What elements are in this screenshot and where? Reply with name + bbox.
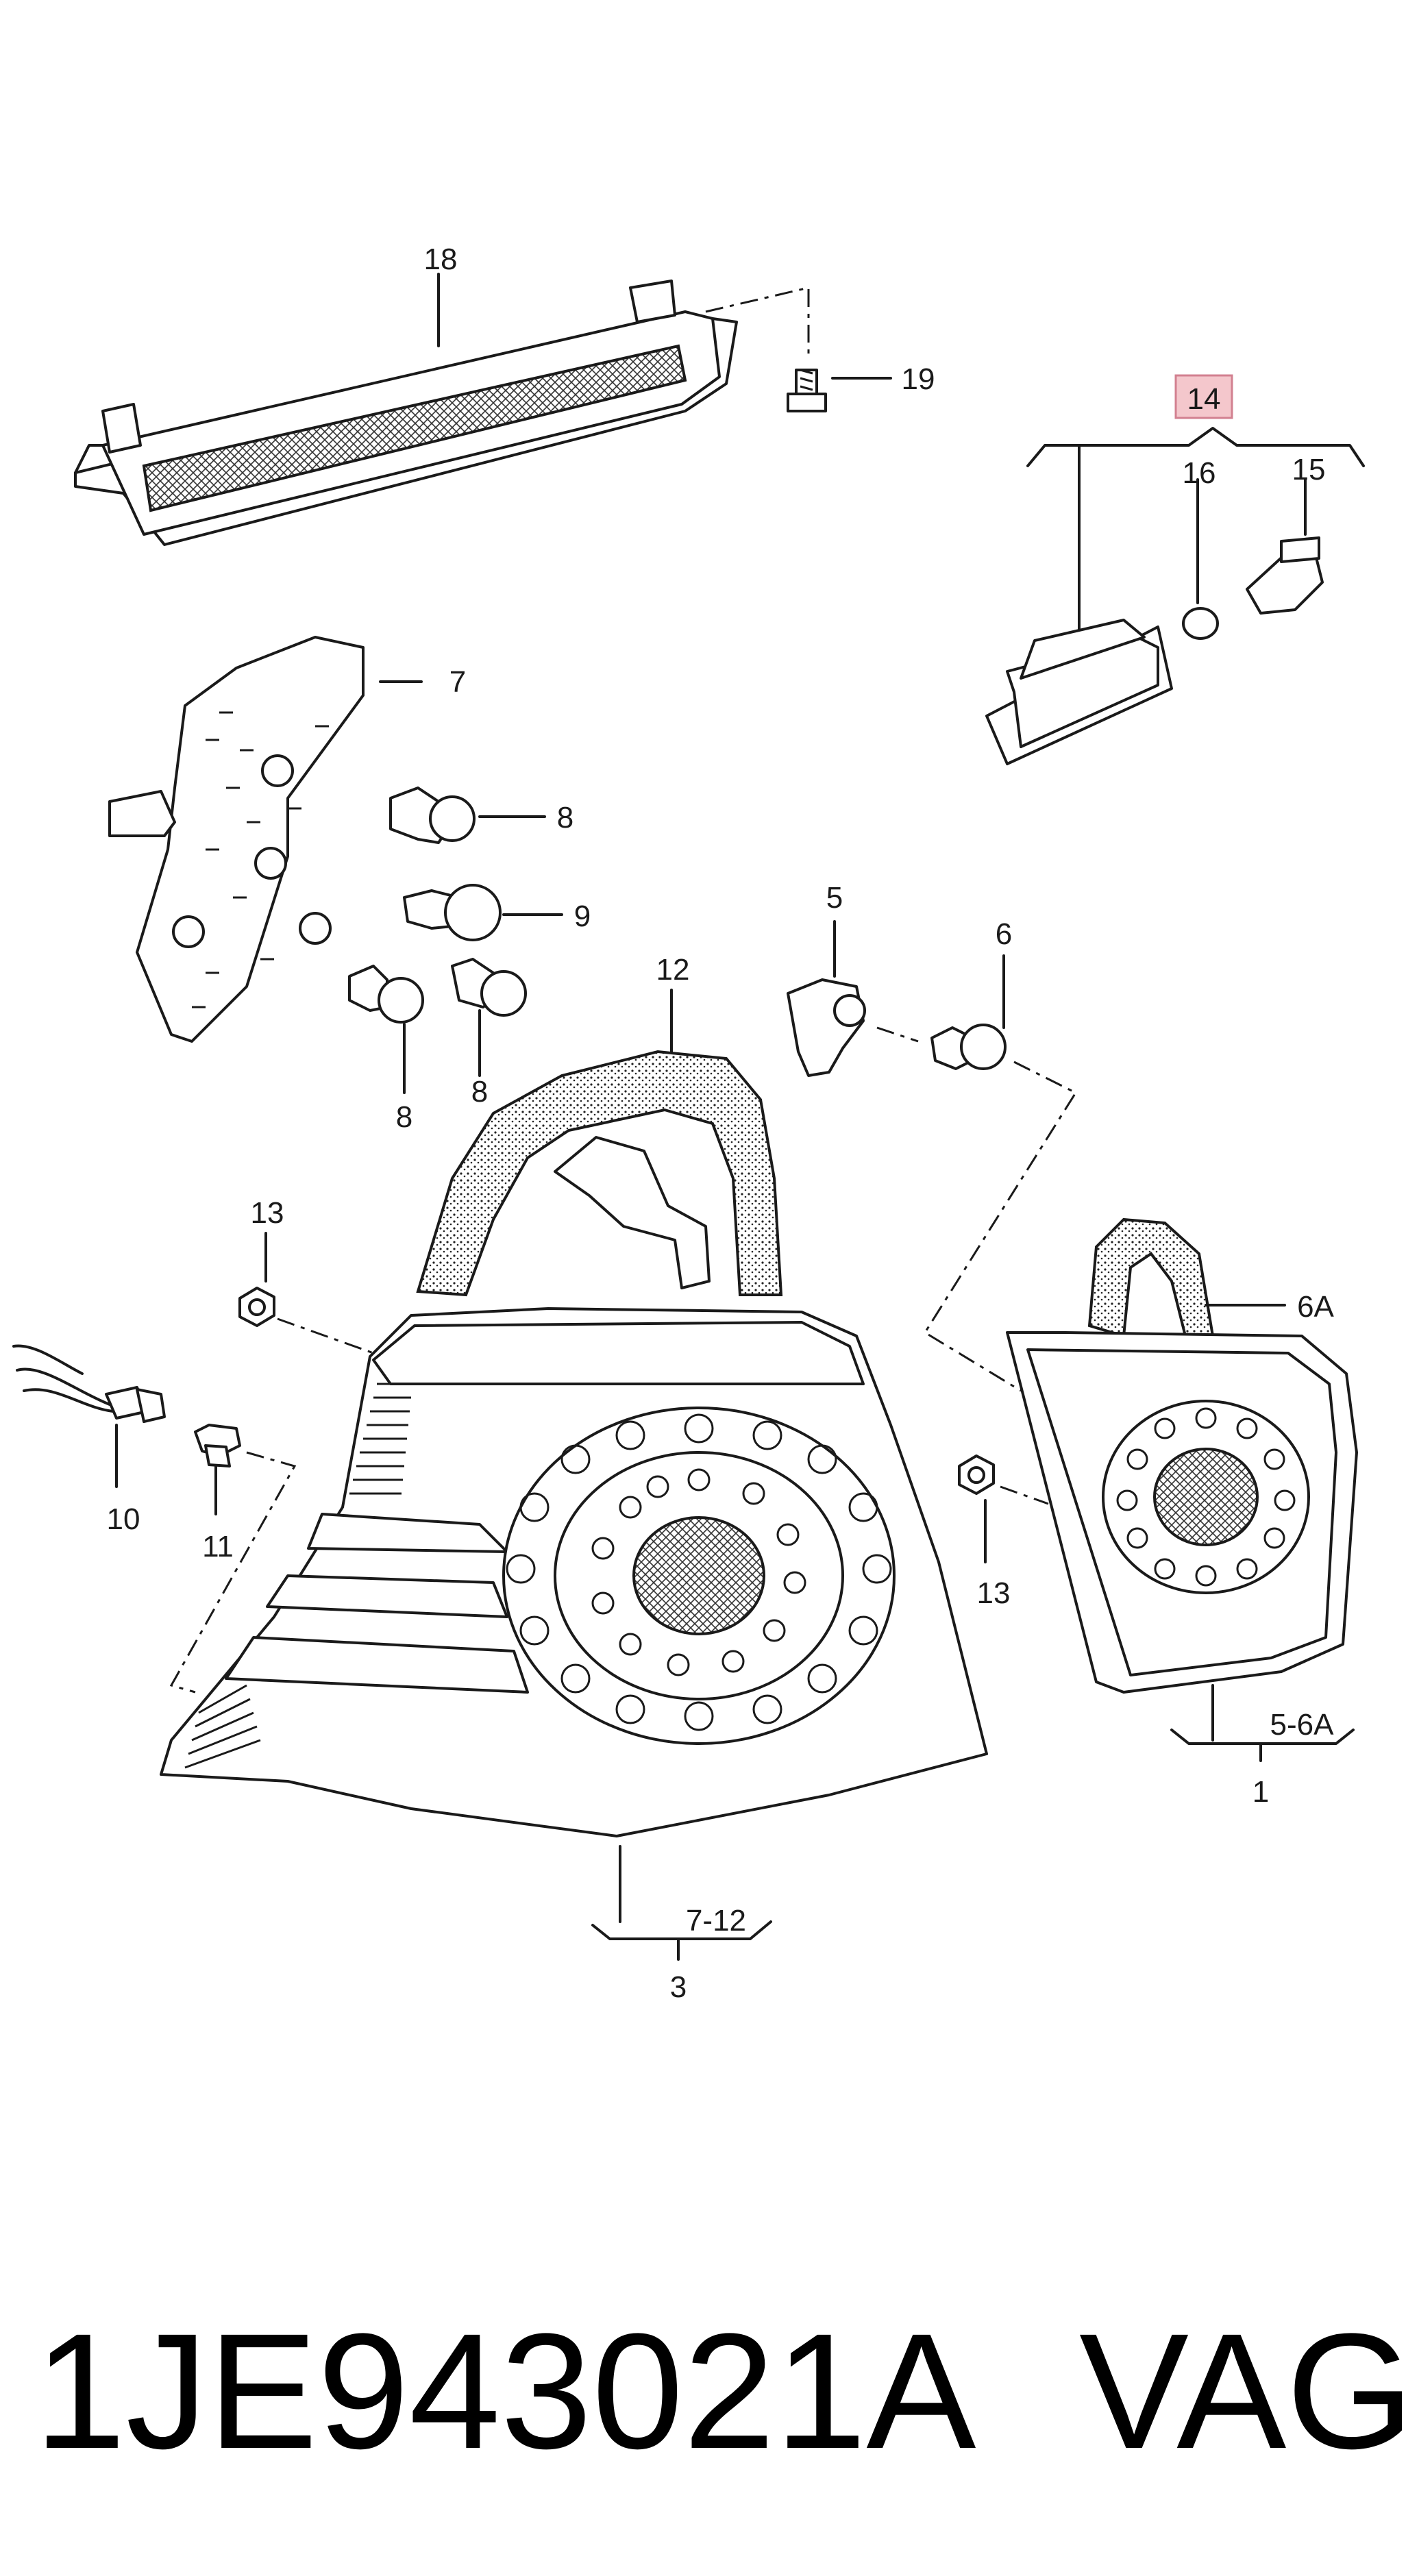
bulb-9: [403, 884, 502, 941]
callout-9: 9: [574, 900, 591, 933]
callout-12: 12: [656, 953, 690, 987]
dash-13-left: [277, 1317, 374, 1354]
callout-8-middle: 8: [396, 1100, 412, 1134]
callout-8-right: 8: [471, 1075, 488, 1109]
bulb-8-upper: [389, 787, 476, 844]
outer-tail-lamp-part: [160, 1307, 988, 1837]
nut-13-left: [238, 1287, 275, 1327]
callout-19: 19: [902, 362, 935, 396]
callout-15: 15: [1292, 453, 1326, 486]
inner-tail-lamp-part: [1006, 1217, 1358, 1694]
callout-11: 11: [202, 1530, 234, 1563]
dash-11-to-lamp: [169, 1451, 297, 1694]
callout-5: 5: [826, 881, 843, 915]
callout-13-left: 13: [251, 1196, 284, 1230]
callout-7: 7: [449, 665, 466, 699]
bulb-8-right: [451, 958, 527, 1017]
dash-5-6-to-inner-lamp: [876, 1026, 1078, 1392]
bulb-6-part: [930, 1024, 1007, 1070]
callout-14: 14: [1187, 382, 1221, 416]
socket-5-part: [787, 978, 866, 1077]
callout-13-right: 13: [977, 1576, 1011, 1610]
bulb-8-middle: [348, 965, 424, 1024]
callout-6: 6: [996, 917, 1012, 951]
wiring-10-part: [12, 1344, 166, 1423]
callout-16: 16: [1183, 456, 1216, 490]
leader-3-bracket: [591, 1845, 772, 1961]
brand-text: VAG: [1079, 2299, 1415, 2483]
outer-lamp-gasket-part: [416, 1050, 783, 1297]
callout-18: 18: [424, 243, 458, 276]
bulb-11-part: [194, 1424, 241, 1467]
callout-10: 10: [107, 1502, 140, 1536]
dash-13-right: [1000, 1485, 1049, 1505]
callout-14-highlight: [1174, 374, 1233, 419]
callout-7-12: 7-12: [686, 1904, 746, 1937]
leader-1-bracket: [1170, 1684, 1355, 1762]
licence-plate-light-group: [985, 427, 1365, 765]
callout-6A: 6A: [1297, 1290, 1334, 1324]
third-brake-light-part: [74, 280, 738, 546]
screw-19-part: [705, 286, 827, 412]
callout-1: 1: [1253, 1775, 1269, 1809]
callout-5-6A: 5-6A: [1270, 1708, 1335, 1742]
callout-3: 3: [670, 1970, 687, 2004]
callout-8-upper: 8: [557, 801, 573, 834]
part-number-text: 1JE943021A: [34, 2299, 976, 2483]
nut-13-right: [958, 1454, 995, 1495]
bulb-holder-board-part: [108, 636, 365, 1043]
